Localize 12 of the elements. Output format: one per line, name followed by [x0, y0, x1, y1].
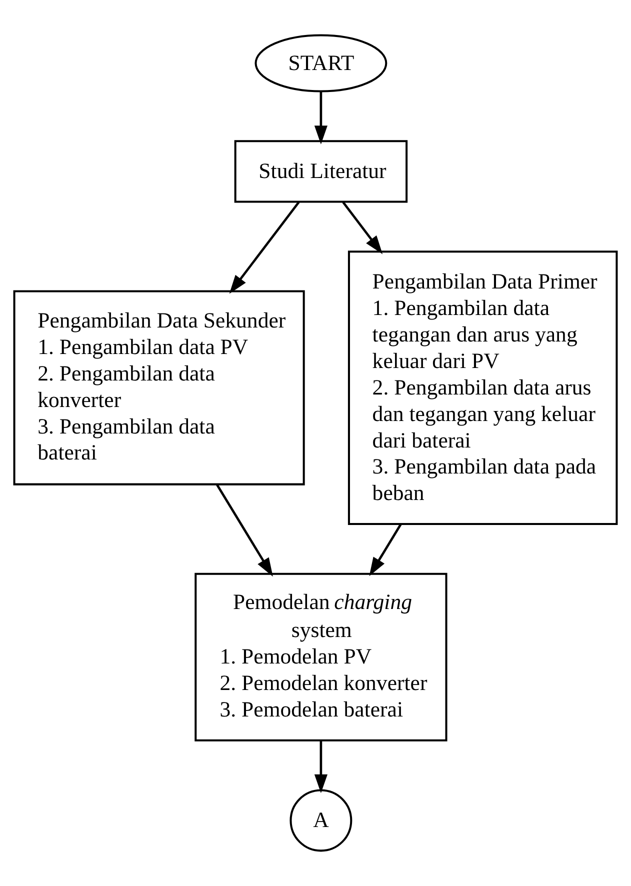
node-box: Studi Literatur	[234, 140, 408, 203]
arrow	[369, 523, 402, 576]
node-box: Pengambilan Data Sekunder 1. Pengambilan data PV 2. Pengambilan data konverter 3. Pengambilan data baterai	[13, 290, 305, 486]
arrow	[342, 201, 383, 254]
arrow	[216, 484, 273, 577]
arrow	[229, 202, 300, 294]
node-circle: A	[290, 789, 352, 852]
node-box: Pengambilan Data Primer 1. Pengambilan data tegangan dan arus yang keluar dari PV 2. Pengambilan data arus dan tegangan yang keluar dari baterai 3. Pengambilan data pada beban	[348, 250, 618, 526]
node-box: Pemodelan charging system 1. Pemodelan PV 2. Pemodelan konverter 3. Pemodelan baterai	[194, 572, 448, 742]
node-ellipse: START	[254, 34, 388, 92]
arrow	[314, 740, 328, 794]
arrow	[314, 91, 328, 144]
